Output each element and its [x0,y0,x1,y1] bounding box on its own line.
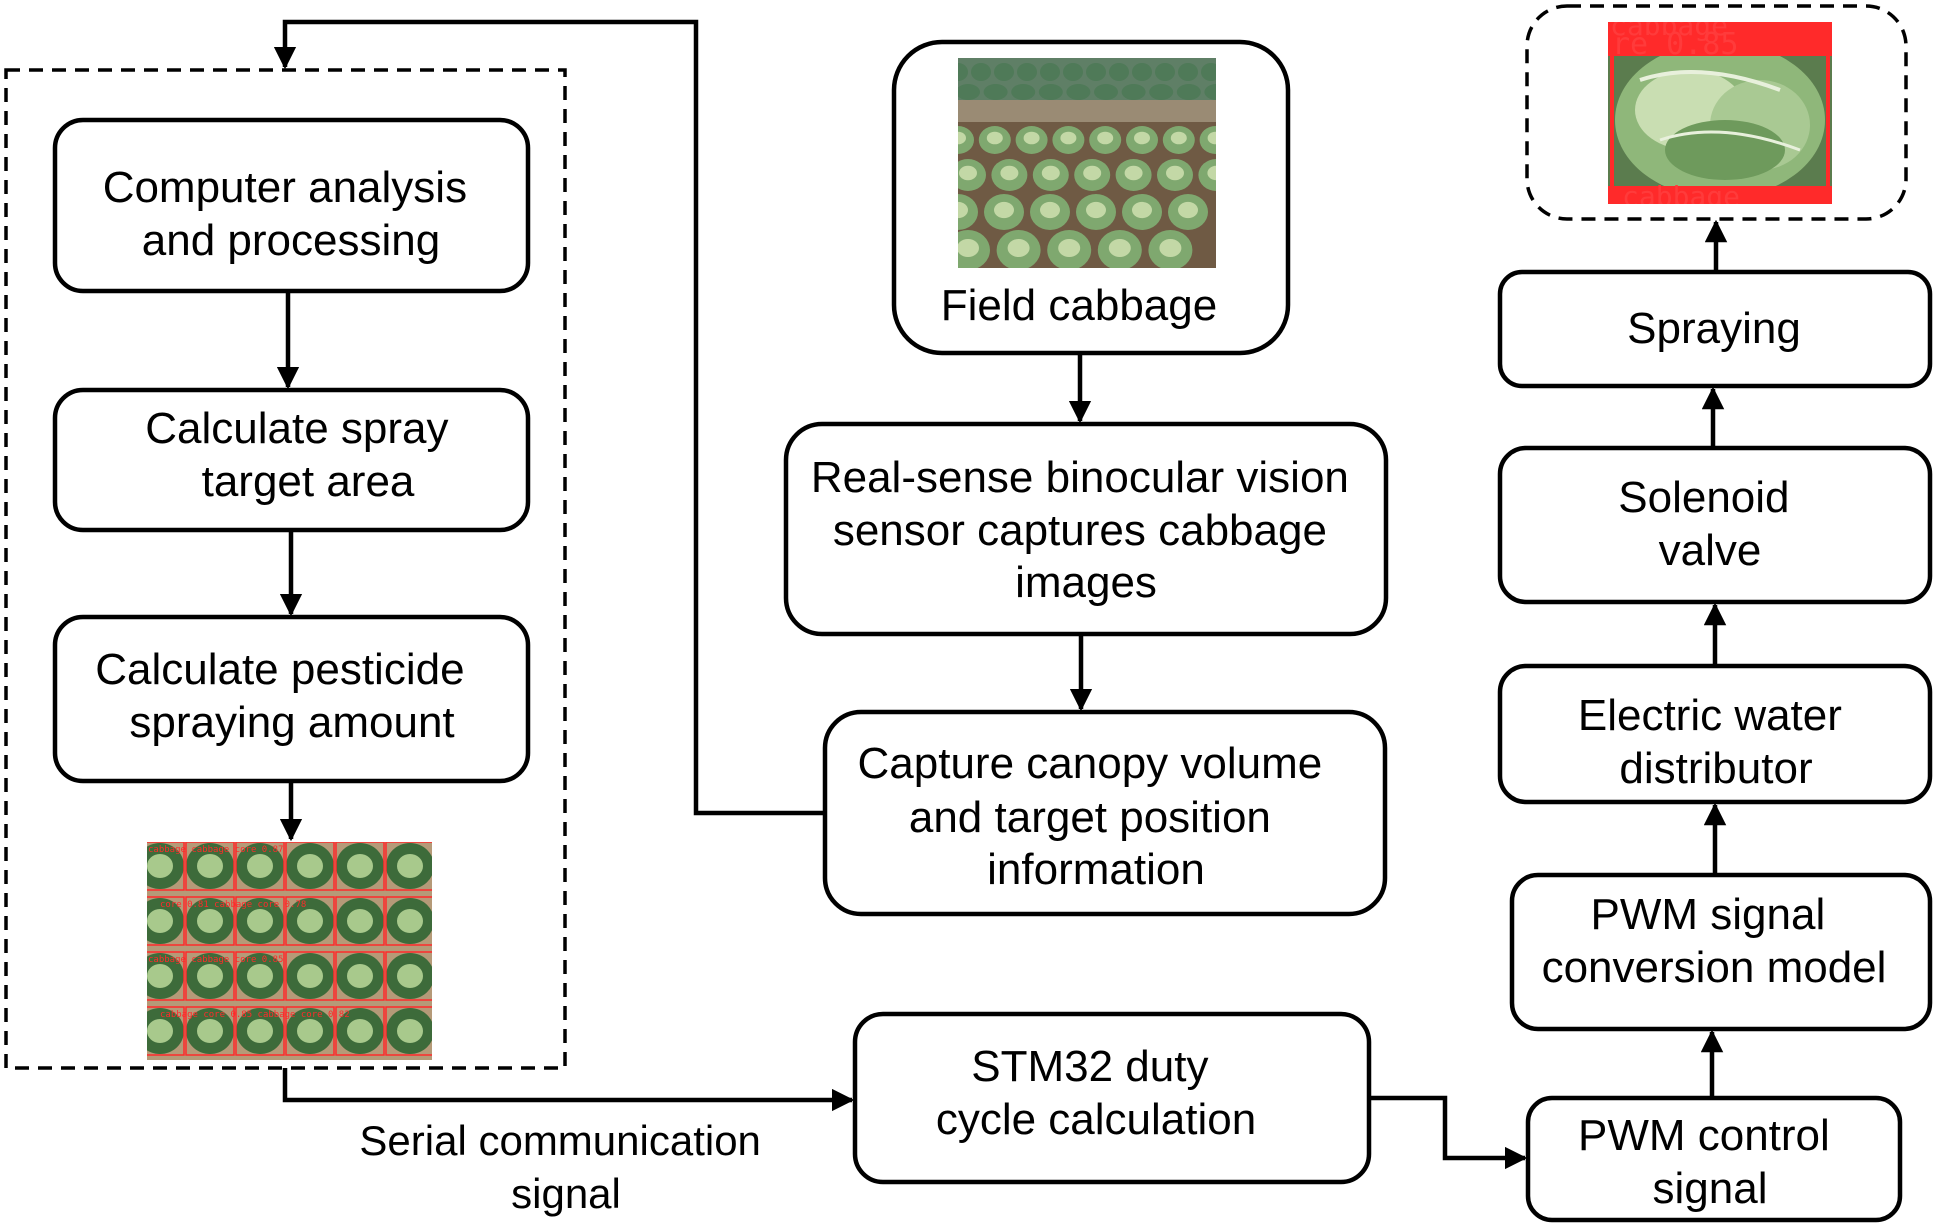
detection-tag: cabbage cabbage core 0.87 [148,845,283,855]
solenoid-line-1: Solenoid [1618,473,1789,522]
stm32-line-2: cycle calculation [936,1095,1256,1144]
sprayed-tag-score: re 0.85 [1612,27,1738,62]
detected-cabbage-grid-image: cabbage cabbage core 0.87 core 0.81 cabba… [147,842,432,1060]
stm32-node: STM32 duty cycle calculation [852,1011,1372,1185]
arrow-stm32-to-pwm-control [1369,1095,1528,1170]
pwm-model-line-2: conversion model [1542,943,1887,992]
serial-label-line-1: Serial communication [359,1117,761,1164]
capture-canopy-node: Capture canopy volume and target positio… [822,709,1388,917]
realsense-line-1: Real-sense binocular vision [811,453,1349,502]
svg-text:PWM control signal: PWM control signal [1578,1111,1842,1213]
svg-text:Electric water distribut: Electric water distributor [1578,691,1854,793]
svg-text:STM32 duty cycle calcula: STM32 duty cycle calculation [936,1042,1256,1144]
svg-text:Spraying: Spraying [1627,304,1801,353]
calc-spray-area-node: Calculate spray target area [52,387,531,533]
detection-tag: cabbage cabbage core 0.85 [148,955,283,965]
arrow-group-to-stm32 [282,1068,855,1112]
water-distributor-node: Electric water distributor [1497,663,1933,805]
water-distributor-line-2: distributor [1619,744,1812,793]
pwm-model-node: PWM signal conversion model [1509,872,1933,1032]
water-distributor-line-1: Electric water [1578,691,1842,740]
svg-text:Calculate spray target a: Calculate spray target area [145,404,461,506]
serial-communication-label: Serial communication signal [359,1117,772,1217]
svg-text:Solenoid valve: Solenoid valve [1618,473,1802,575]
realsense-line-3: images [1015,558,1157,607]
spray-result-frame [1525,4,1908,221]
calc-spray-area-line-1: Calculate spray [145,404,448,453]
capture-canopy-line-1: Capture canopy volume [858,739,1323,788]
stm32-line-1: STM32 duty [971,1042,1208,1091]
field-cabbage-photo [958,58,1216,268]
calc-pesticide-line-2: spraying amount [129,698,454,747]
svg-text:Calculate pesticide spra: Calculate pesticide spraying amount [95,645,477,747]
capture-canopy-line-2: and target position [909,793,1271,842]
pwm-control-line-2: signal [1653,1164,1768,1213]
serial-label-line-2: signal [511,1170,621,1217]
realsense-node: Real-sense binocular vision sensor captu… [783,421,1389,637]
calc-pesticide-line-1: Calculate pesticide [95,645,464,694]
svg-text:Real-sense binocular vision: Real-sense binocular vision sensor captu… [811,453,1361,607]
pwm-control-line-1: PWM control [1578,1111,1830,1160]
calc-spray-area-line-2: target area [202,457,415,506]
svg-text:Capture canopy volume an: Capture canopy volume and target positio… [858,739,1335,894]
arrow-canopy-to-group [273,19,825,816]
computer-analysis-node: Computer analysis and processing [52,117,531,294]
computer-analysis-line-1: Computer analysis [103,163,467,212]
spraying-label: Spraying [1627,304,1801,353]
field-cabbage-node: Field cabbage [891,39,1291,356]
solenoid-line-2: valve [1659,526,1762,575]
sprayed-cabbage-image: cabbage re 0.85 cabbage [1608,9,1832,213]
svg-text:Field cabbage: Field cabbage [941,281,1217,330]
detection-tag: cabbage core 0.85 cabbage core 0.82 [160,1010,350,1020]
sprayed-tag-top: cabbage [1610,9,1728,42]
processing-group-frame [4,68,567,1070]
detection-tag: core 0.81 cabbage core 0.78 [160,900,306,910]
computer-analysis-line-2: and processing [142,216,440,265]
connectors [273,19,1728,1170]
svg-text:Computer analysis and pr: Computer analysis and processing [103,163,480,265]
pwm-model-line-1: PWM signal [1591,890,1826,939]
capture-canopy-line-3: information [987,845,1205,894]
sprayed-tag-bottom: cabbage [1622,180,1740,213]
field-cabbage-label: Field cabbage [941,281,1217,330]
realsense-line-2: sensor captures cabbage [833,506,1327,555]
svg-text:PWM signal conversion mo: PWM signal conversion model [1542,890,1887,992]
spraying-node: Spraying [1497,269,1933,389]
solenoid-node: Solenoid valve [1497,445,1933,605]
pwm-control-node: PWM control signal [1525,1095,1903,1223]
calc-pesticide-node: Calculate pesticide spraying amount [52,614,531,784]
